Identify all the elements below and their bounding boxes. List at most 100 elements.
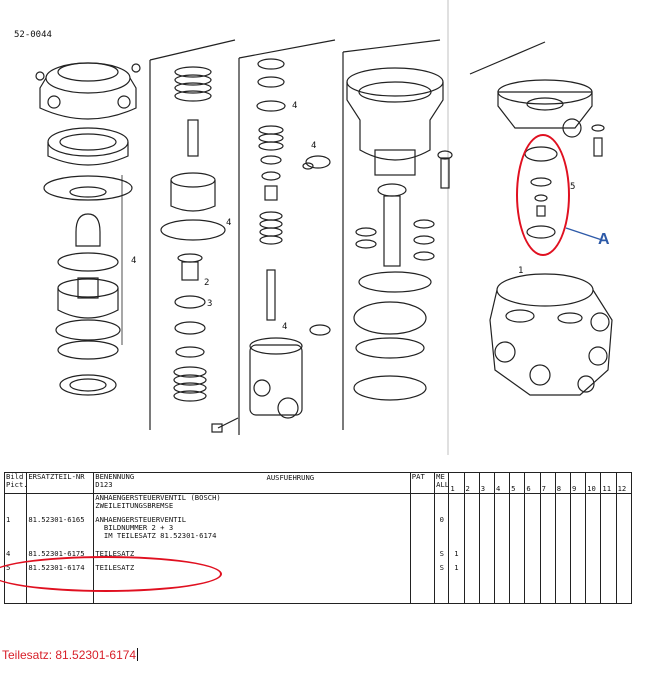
cell-qty-9 (569, 577, 586, 604)
col-header-4: 4 (493, 472, 510, 494)
cell-qty-5 (509, 515, 525, 550)
col-header-11: 11 (600, 472, 617, 494)
item-number-3: 3 (207, 299, 212, 309)
col-header-2: 2 (463, 472, 480, 494)
cell-qty-4 (493, 577, 510, 604)
cell-part-number (26, 493, 94, 516)
col-header-12: 12 (615, 472, 633, 494)
cell-qty-8 (554, 515, 571, 550)
cell-qty-2 (463, 493, 480, 516)
cell-me: S (434, 549, 449, 564)
cell-qty-4 (493, 493, 510, 516)
cell-qty-12 (615, 515, 633, 550)
item-number-1: 1 (518, 266, 523, 276)
cell-qty-11 (600, 549, 617, 564)
cell-qty-7 (539, 515, 556, 550)
cell-qty-8 (554, 549, 571, 564)
item-number-2: 2 (204, 278, 209, 288)
col-header-9: 9 (569, 472, 586, 494)
col-header-bild: Bild Pict. (3, 472, 27, 494)
cell-qty-4 (493, 549, 510, 564)
col-header-8: 8 (554, 472, 571, 494)
cell-qty-3 (478, 563, 495, 578)
cell-qty-8 (554, 563, 571, 578)
cell-qty-9 (569, 515, 586, 550)
col-header-10: 10 (585, 472, 601, 494)
assembled-valve-part (489, 273, 613, 396)
item-number-5: 5 (570, 182, 575, 192)
cell-pat (409, 515, 435, 550)
col-header-3: 3 (478, 472, 495, 494)
item-number-4: 4 (311, 141, 316, 151)
cell-qty-10 (585, 549, 601, 564)
cell-qty-11 (600, 515, 617, 550)
cell-qty-11 (600, 493, 617, 516)
cell-qty-9 (569, 493, 586, 516)
cell-qty-12 (615, 577, 633, 604)
cell-qty-5 (509, 577, 525, 604)
part-note[interactable]: Teilesatz: 81.52301-6174 (2, 648, 139, 662)
cell-qty-5 (509, 493, 525, 516)
col-header-ausfuehrung: AUSFUEHRUNG (266, 472, 315, 482)
item-number-4: 4 (282, 322, 287, 332)
cell-qty-3 (478, 549, 495, 564)
cell-qty-1 (448, 515, 465, 550)
cell-qty-5 (509, 563, 525, 578)
col-header-6: 6 (524, 472, 541, 494)
cell-pat (409, 577, 435, 604)
cell-qty-5 (509, 549, 525, 564)
cell-qty-1 (448, 493, 465, 516)
spring-part (174, 66, 212, 102)
cell-benennung: ANHAENGERSTEUERVENTIL BILDNUMMER 2 + 3 I… (93, 515, 411, 550)
cell-qty-7 (539, 493, 556, 516)
cell-qty-6 (524, 577, 541, 604)
col-header-7: 7 (539, 472, 556, 494)
table-row: ANHAENGERSTEUERVENTIL (BOSCH) ZWEILEITUN… (3, 493, 633, 516)
cell-qty-12 (615, 493, 633, 516)
cell-qty-10 (585, 563, 601, 578)
item-number-4: 4 (226, 218, 231, 228)
item-number-4: 4 (292, 101, 297, 111)
cell-qty-11 (600, 577, 617, 604)
main-housing-part (346, 67, 444, 176)
text-cursor (137, 648, 139, 661)
cell-qty-2 (463, 549, 480, 564)
cell-qty-10 (585, 577, 601, 604)
cell-qty-6 (524, 493, 541, 516)
cell-qty-2 (463, 563, 480, 578)
cell-bild: 1 (3, 515, 27, 550)
cell-qty-4 (493, 563, 510, 578)
valve-housing-part (249, 337, 303, 419)
callout-label: A (598, 231, 610, 248)
cell-pat (409, 549, 435, 564)
cell-qty-3 (478, 515, 495, 550)
cell-qty-9 (569, 563, 586, 578)
cell-qty-7 (539, 577, 556, 604)
cell-qty-12 (615, 563, 633, 578)
cell-bild (3, 493, 27, 516)
cell-part-number: 81.52301-6165 (26, 515, 94, 550)
col-header-1: 1 (448, 472, 465, 494)
cell-me: S (434, 563, 449, 578)
exploded-parts-drawing: 1 2 3 4 4 4 4 4 5 (35, 0, 613, 455)
cell-qty-8 (554, 493, 571, 516)
cell-me (434, 577, 449, 604)
cell-qty-7 (539, 563, 556, 578)
valve-cover-part (35, 62, 141, 120)
cell-qty-6 (524, 563, 541, 578)
row-highlight-ellipse (0, 556, 222, 592)
cell-qty-12 (615, 549, 633, 564)
col-header-me: ME ALL (434, 472, 449, 494)
cell-me: 0 (434, 515, 449, 550)
cell-qty-3 (478, 577, 495, 604)
cell-qty-10 (585, 493, 601, 516)
cell-qty-6 (524, 549, 541, 564)
cell-benennung: ANHAENGERSTEUERVENTIL (BOSCH) ZWEILEITUN… (93, 493, 411, 516)
cell-qty-1 (448, 577, 465, 604)
cell-qty-8 (554, 577, 571, 604)
kit-highlight-oval (516, 134, 570, 256)
cell-pat (409, 493, 435, 516)
cell-qty-1: 1 (448, 563, 465, 578)
cell-qty-10 (585, 515, 601, 550)
